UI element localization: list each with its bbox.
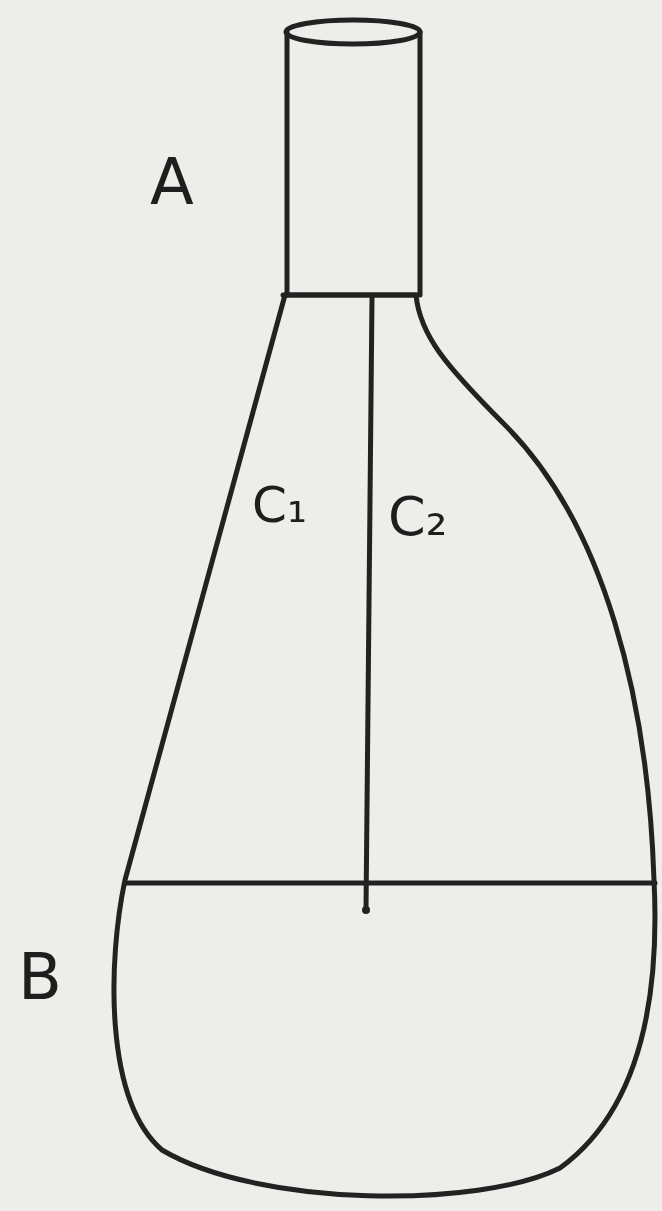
flask-neck (287, 32, 420, 295)
divider-neck (283, 293, 418, 298)
region-label: C₂ (388, 490, 447, 544)
junction-dot (362, 906, 370, 914)
region-label: C₁ (252, 480, 307, 530)
region-label: A (150, 150, 194, 214)
divider-vertical (366, 297, 372, 910)
divider-horizontal (126, 881, 655, 886)
neck-rim (286, 20, 420, 44)
flask-outline (114, 295, 655, 1196)
region-label: B (18, 945, 62, 1009)
